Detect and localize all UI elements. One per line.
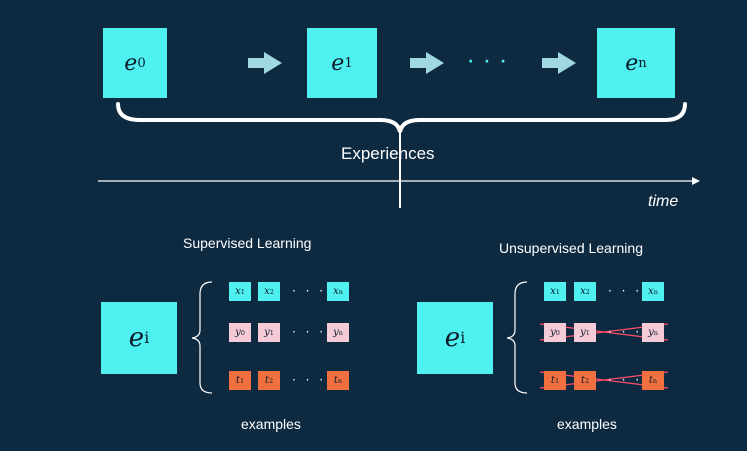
- row-ellipsis: · · ·: [292, 373, 327, 387]
- panel-brace-right: [506, 281, 528, 394]
- experiences-brace: [116, 102, 687, 133]
- example-subscript: i: [460, 329, 466, 347]
- experiences-label: Experiences: [341, 144, 435, 163]
- supervised-footer: examples: [241, 416, 301, 432]
- example-symbol: e: [444, 323, 461, 353]
- experience-subscript: 0: [137, 55, 146, 71]
- experience-symbol: e: [124, 50, 138, 76]
- experience-subscript: 1: [344, 55, 353, 71]
- example-symbol: e: [128, 323, 145, 353]
- experience-subscript: n: [638, 55, 647, 71]
- experience-symbol: e: [331, 50, 345, 76]
- time-axis-label: time: [648, 193, 679, 210]
- timeline-ellipsis: · · ·: [468, 54, 509, 70]
- row-ellipsis: · · ·: [608, 373, 643, 387]
- unsupervised-footer: examples: [557, 416, 617, 432]
- arrow-icon: [542, 52, 576, 74]
- supervised-title: Supervised Learning: [183, 235, 312, 251]
- arrow-icon: [248, 52, 282, 74]
- experience-symbol: e: [625, 50, 639, 76]
- unsupervised-title: Unsupervised Learning: [499, 240, 643, 256]
- row-ellipsis: · · ·: [608, 325, 643, 339]
- time-axis-arrowhead: [692, 177, 700, 185]
- row-ellipsis: · · ·: [608, 284, 643, 298]
- example-subscript: i: [144, 329, 150, 347]
- panel-brace-left: [191, 281, 213, 394]
- arrow-icon: [410, 52, 444, 74]
- row-ellipsis: · · ·: [292, 284, 327, 298]
- row-ellipsis: · · ·: [292, 325, 327, 339]
